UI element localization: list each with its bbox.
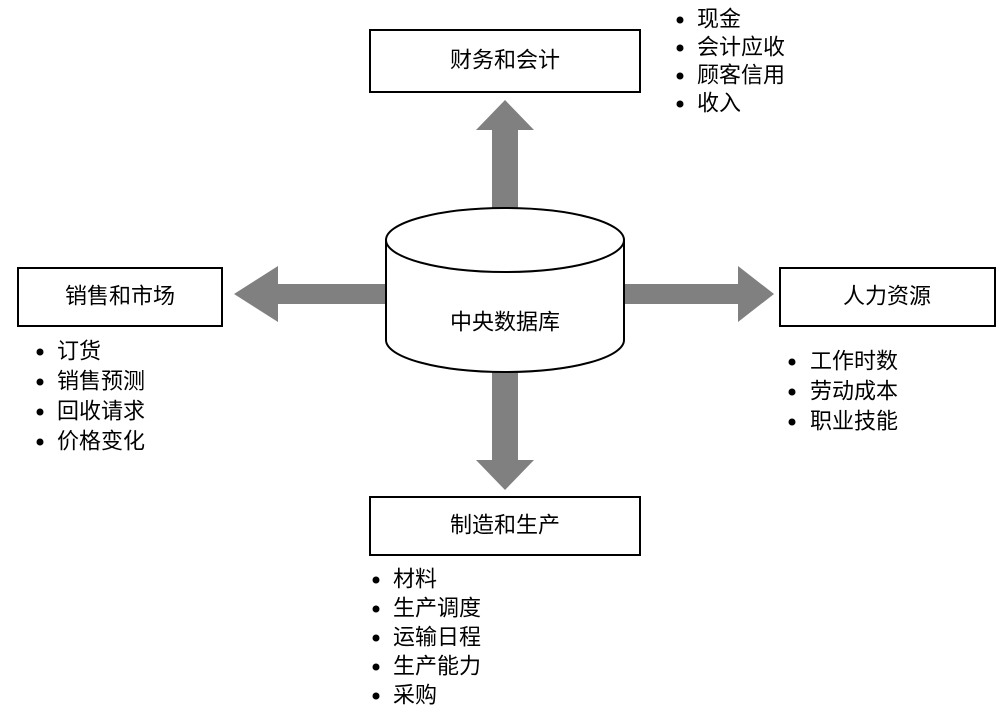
bullet	[372, 605, 380, 613]
bullet	[372, 692, 380, 700]
bullet	[372, 634, 380, 642]
bullet	[676, 44, 684, 52]
bullet	[676, 16, 684, 24]
list-item: 会计应收	[697, 36, 785, 61]
bullet	[788, 388, 796, 396]
hr-list: 工作时数 劳动成本 职业技能	[788, 350, 898, 435]
finance-node: 财务和会计	[369, 29, 641, 93]
list-item: 销售预测	[57, 370, 145, 395]
bullet	[788, 418, 796, 426]
bullet	[36, 438, 44, 446]
list-item: 顾客信用	[697, 64, 785, 89]
list-item: 工作时数	[810, 350, 898, 375]
arrow-up-to-finance	[476, 100, 534, 212]
hr-box	[779, 267, 996, 327]
arrow-right-to-hr	[622, 266, 774, 322]
bullet	[788, 358, 796, 366]
sales-label: 销售和市场	[65, 285, 175, 310]
manufacturing-label: 制造和生产	[450, 514, 560, 539]
finance-label: 财务和会计	[450, 49, 560, 74]
bullet	[36, 348, 44, 356]
manufacturing-node: 制造和生产	[369, 496, 641, 556]
list-item: 职业技能	[810, 410, 898, 435]
hr-label: 人力资源	[843, 285, 931, 310]
list-item: 运输日程	[393, 626, 481, 651]
cylinder-body	[385, 239, 625, 373]
arrow-down-to-manufacturing	[476, 368, 534, 490]
hr-node: 人力资源	[779, 267, 996, 327]
bullet	[372, 663, 380, 671]
central-database-label: 中央数据库	[450, 311, 560, 336]
bullet	[372, 576, 380, 584]
list-item: 价格变化	[57, 430, 145, 455]
central-database-cylinder: 中央数据库	[385, 207, 625, 373]
sales-node: 销售和市场	[17, 267, 223, 327]
list-item: 采购	[393, 684, 437, 709]
manufacturing-box	[369, 496, 641, 556]
bullet	[676, 72, 684, 80]
list-item: 材料	[393, 568, 437, 593]
cylinder-top	[385, 207, 625, 273]
bullet	[676, 100, 684, 108]
arrow-left-to-sales	[234, 266, 388, 322]
finance-list: 现金 会计应收 顾客信用 收入	[676, 8, 785, 117]
list-item: 生产调度	[393, 597, 481, 622]
list-item: 劳动成本	[810, 380, 898, 405]
sales-list: 订货 销售预测 回收请求 价格变化	[36, 340, 145, 455]
list-item: 收入	[697, 92, 741, 117]
bullet	[36, 378, 44, 386]
list-item: 生产能力	[393, 655, 481, 680]
manufacturing-list: 材料 生产调度 运输日程 生产能力 采购	[372, 568, 481, 709]
sales-box	[17, 267, 223, 327]
finance-box	[369, 29, 641, 93]
list-item: 回收请求	[57, 400, 145, 425]
list-item: 现金	[697, 8, 741, 33]
bullet	[36, 408, 44, 416]
list-item: 订货	[57, 340, 101, 365]
